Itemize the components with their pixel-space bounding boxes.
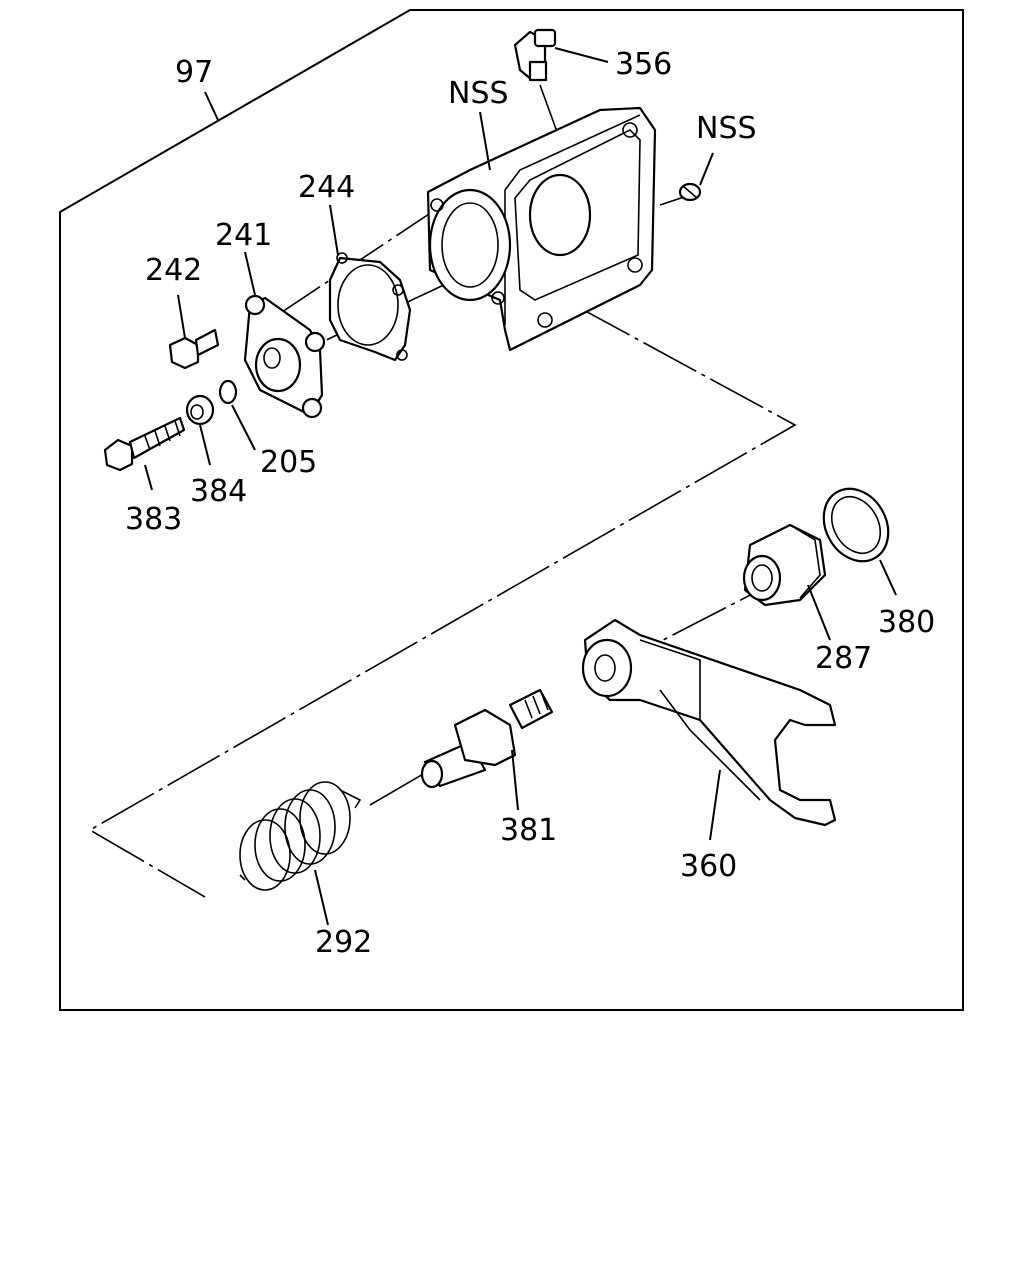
nut	[185, 394, 215, 426]
callout-nss-housing: NSS	[448, 76, 509, 111]
seal-ring	[822, 487, 890, 563]
bolt-383	[103, 416, 186, 472]
washer	[218, 379, 238, 405]
callout-241: 241	[215, 218, 272, 253]
pivot-stud	[420, 688, 554, 789]
assembly-frame	[59, 9, 964, 1011]
bushing	[742, 523, 827, 607]
callout-360: 360	[680, 849, 737, 884]
callout-383: 383	[125, 502, 182, 537]
callout-244: 244	[298, 170, 355, 205]
plug	[678, 182, 702, 202]
callout-380: 380	[878, 605, 935, 640]
bolt-242	[168, 328, 220, 370]
callout-287: 287	[815, 641, 872, 676]
release-fork	[581, 618, 837, 827]
coil-spring	[239, 781, 362, 891]
callout-nss-plug: NSS	[696, 111, 757, 146]
callout-384: 384	[190, 474, 247, 509]
gasket	[328, 252, 412, 362]
callout-292: 292	[315, 925, 372, 960]
callout-356: 356	[615, 47, 672, 82]
clutch-housing	[426, 106, 657, 352]
callout-97: 97	[175, 55, 213, 90]
callout-205: 205	[260, 445, 317, 480]
callout-242: 242	[145, 253, 202, 288]
grease-nipple	[513, 28, 557, 82]
callout-381: 381	[500, 813, 557, 848]
cover-plate	[243, 294, 326, 419]
leader-lines	[144, 47, 897, 926]
